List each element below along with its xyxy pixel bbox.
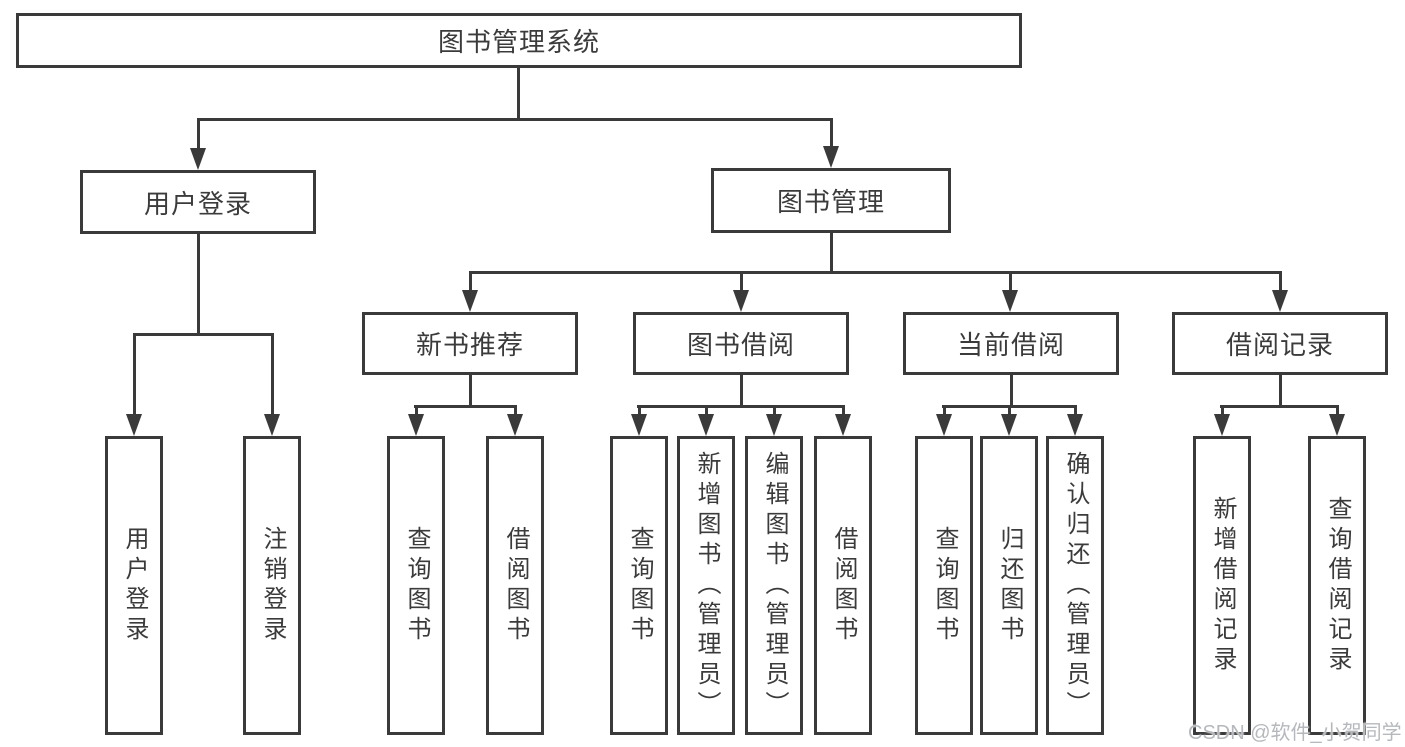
- node-bb-borrow-books: 借阅图书: [814, 436, 872, 735]
- connector-arrow-leaf-logout-line: [271, 333, 274, 417]
- connector-level1-hline: [197, 118, 833, 121]
- arrowhead-book-mgmt-icon: [823, 146, 839, 168]
- watermark-csdn: CSDN @软件_小贺同学: [1188, 722, 1402, 744]
- node-user-login-branch: 用户登录: [80, 170, 316, 234]
- arrowhead-br-query-icon: [1329, 414, 1345, 436]
- node-cb-return-books: 归还图书: [980, 436, 1038, 735]
- connector-arrow-br-add-line: [1221, 405, 1224, 417]
- connector-borrow-record-hline: [1220, 405, 1339, 408]
- connector-arrow-new-book-line: [469, 271, 472, 292]
- connector-arrow-br-query-line: [1336, 405, 1339, 417]
- arrowhead-bb-edit-icon: [766, 414, 782, 436]
- connector-new-book-hline: [414, 405, 517, 408]
- arrowhead-new-book-icon: [462, 290, 478, 312]
- connector-book-borrow-hline: [637, 405, 845, 408]
- node-bb-add-books-admin: 新增图书（管理员）: [677, 436, 735, 735]
- connector-book-borrow-stem: [740, 375, 743, 408]
- node-br-add-record: 新增借阅记录: [1193, 436, 1251, 735]
- arrowhead-cb-confirm-icon: [1067, 414, 1083, 436]
- arrowhead-bb-add-icon: [698, 414, 714, 436]
- connector-arrow-user-login-line: [197, 118, 200, 150]
- connector-arrow-bb-borrow-line: [842, 405, 845, 417]
- node-user-login: 用户登录: [105, 436, 163, 735]
- connector-arrow-borrow-record-line: [1279, 271, 1282, 292]
- arrowhead-user-login-icon: [190, 148, 206, 170]
- connector-arrow-book-mgmt-line: [830, 118, 833, 148]
- node-new-book-recommend: 新书推荐: [362, 312, 578, 375]
- arrowhead-leaf-login-icon: [126, 414, 142, 436]
- node-bb-edit-books-admin: 编辑图书（管理员）: [745, 436, 803, 735]
- connector-arrow-cb-query-line: [943, 405, 946, 417]
- arrowhead-cb-query-icon: [936, 414, 952, 436]
- connector-arrow-cb-return-line: [1008, 405, 1011, 417]
- node-library-management-system: 图书管理系统: [16, 13, 1022, 68]
- node-current-borrowing: 当前借阅: [903, 312, 1119, 375]
- node-bb-query-books: 查询图书: [610, 436, 668, 735]
- node-nb-borrow-books: 借阅图书: [486, 436, 544, 735]
- node-cb-query-books: 查询图书: [915, 436, 973, 735]
- node-logout: 注销登录: [243, 436, 301, 735]
- arrowhead-borrow-record-icon: [1272, 290, 1288, 312]
- node-book-management: 图书管理: [711, 168, 951, 233]
- connector-arrow-nb-borrow-line: [514, 405, 517, 417]
- arrowhead-cb-return-icon: [1001, 414, 1017, 436]
- arrowhead-br-add-icon: [1214, 414, 1230, 436]
- connector-borrow-record-stem: [1279, 375, 1282, 408]
- connector-arrow-current-borrow-line: [1009, 271, 1012, 292]
- arrowhead-leaf-logout-icon: [264, 414, 280, 436]
- node-br-query-record: 查询借阅记录: [1308, 436, 1366, 735]
- node-book-borrowing: 图书借阅: [633, 312, 849, 375]
- arrowhead-bb-query-icon: [631, 414, 647, 436]
- node-cb-confirm-return-admin: 确认归还（管理员）: [1046, 436, 1104, 735]
- connector-user-login-hline: [133, 333, 274, 336]
- arrowhead-current-borrow-icon: [1002, 290, 1018, 312]
- connector-arrow-bb-edit-line: [773, 405, 776, 417]
- connector-level3-hline: [469, 271, 1282, 274]
- arrowhead-nb-borrow-icon: [507, 414, 523, 436]
- connector-arrow-book-borrow-line: [740, 271, 743, 292]
- connector-book-mgmt-stem: [830, 233, 833, 274]
- connector-root-stem: [517, 68, 520, 121]
- node-borrowing-records: 借阅记录: [1172, 312, 1388, 375]
- connector-current-borrow-stem: [1010, 375, 1013, 408]
- arrowhead-book-borrow-icon: [733, 290, 749, 312]
- connector-arrow-bb-add-line: [705, 405, 708, 417]
- connector-arrow-leaf-login-line: [133, 333, 136, 417]
- node-nb-query-books: 查询图书: [387, 436, 445, 735]
- connector-arrow-cb-confirm-line: [1074, 405, 1077, 417]
- connector-new-book-stem: [469, 375, 472, 408]
- arrowhead-bb-borrow-icon: [835, 414, 851, 436]
- connector-user-login-stem: [197, 234, 200, 335]
- connector-arrow-bb-query-line: [638, 405, 641, 417]
- connector-arrow-nb-query-line: [415, 405, 418, 417]
- arrowhead-nb-query-icon: [408, 414, 424, 436]
